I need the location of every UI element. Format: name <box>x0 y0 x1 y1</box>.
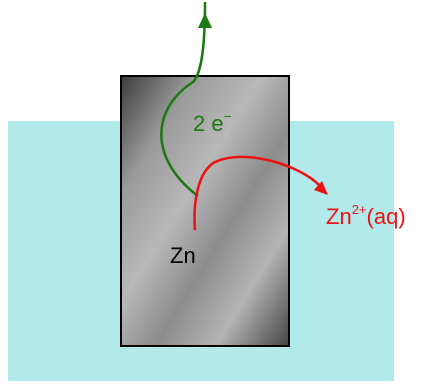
electron-coefficient: 2 e <box>193 111 224 136</box>
electron-charge: − <box>224 108 232 124</box>
electron-arrowhead <box>198 13 212 28</box>
ion-charge: 2+ <box>352 202 367 217</box>
ion-state: (aq) <box>367 204 406 229</box>
electrode-label: Zn <box>170 243 196 268</box>
ion-label: Zn2+(aq) <box>326 202 406 229</box>
ion-symbol: Zn <box>326 204 352 229</box>
